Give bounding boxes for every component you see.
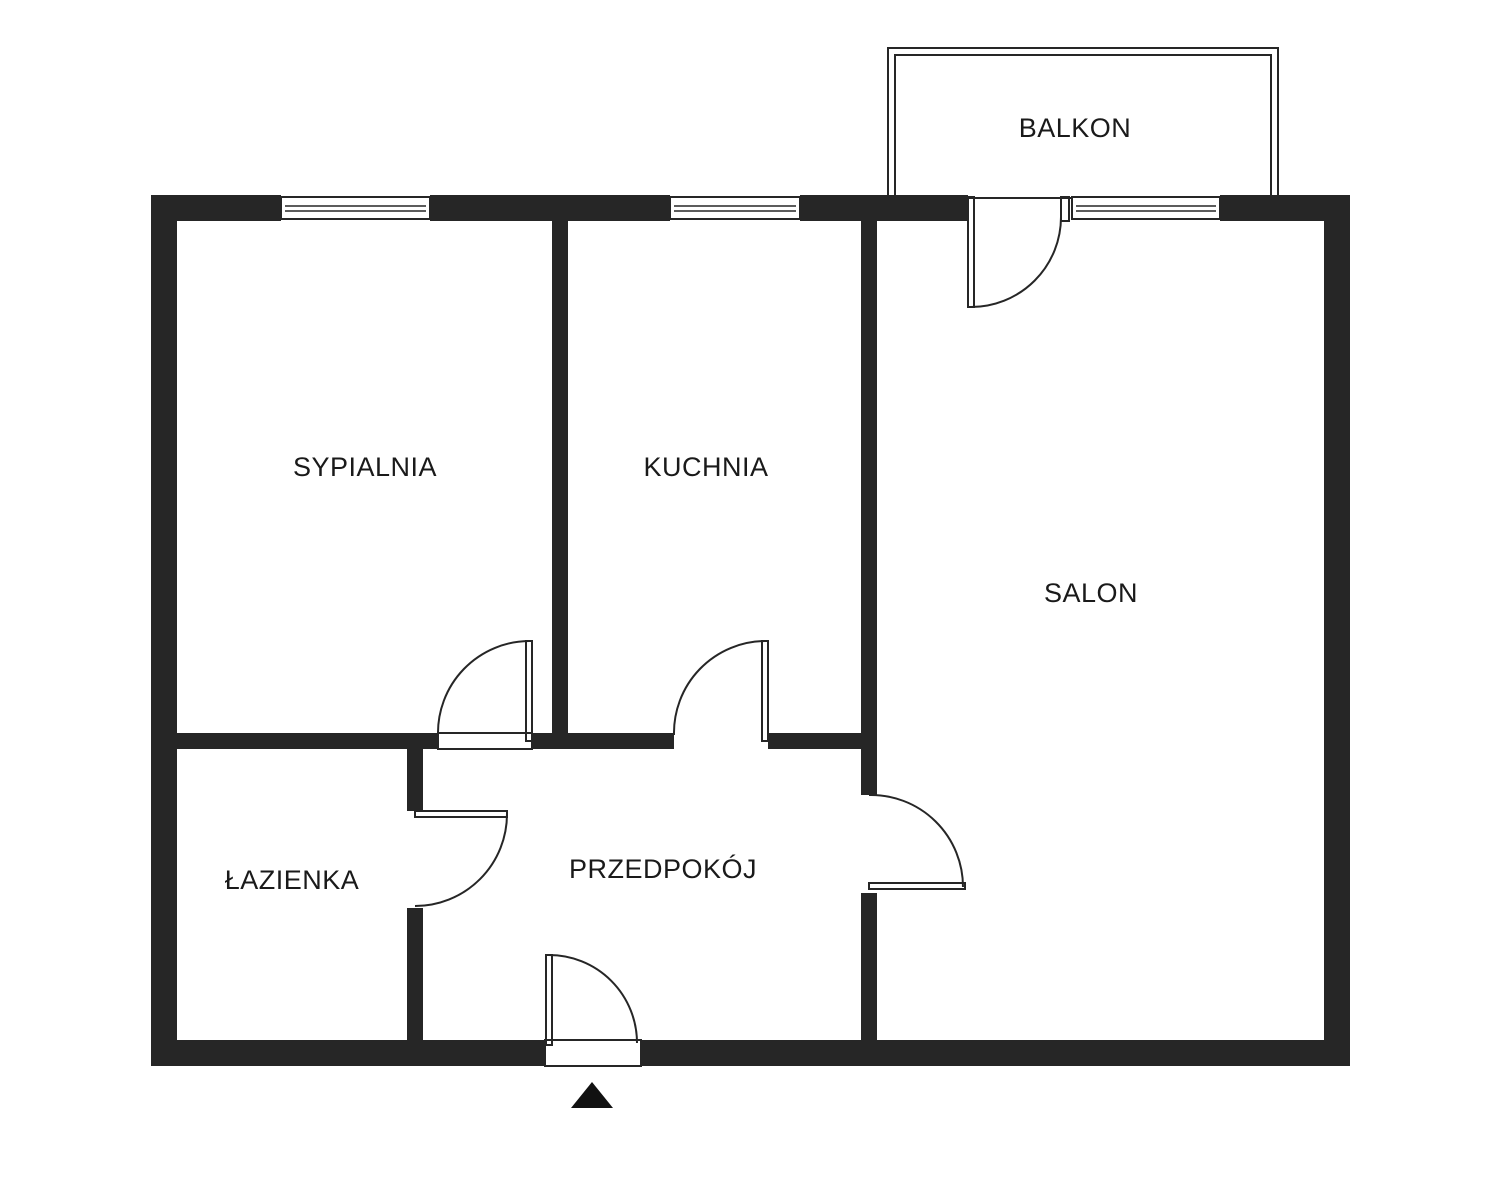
room-labels: BALKON SYPIALNIA KUCHNIA SALON ŁAZIENKA … <box>225 113 1138 895</box>
balcony-label: BALKON <box>1019 113 1132 143</box>
kitchen-door <box>672 640 769 742</box>
living-room-window <box>1071 196 1221 220</box>
interior-walls <box>177 221 877 1040</box>
bedroom-label: SYPIALNIA <box>293 452 437 482</box>
living-room-label: SALON <box>1044 578 1138 608</box>
windows <box>280 196 1221 220</box>
bathroom-door <box>414 810 508 907</box>
entrance-arrow-icon <box>571 1082 613 1108</box>
kitchen-label: KUCHNIA <box>643 452 768 482</box>
living-room-door <box>868 793 966 890</box>
bedroom-window <box>280 196 431 220</box>
kitchen-window <box>669 196 801 220</box>
entrance-door <box>544 954 642 1067</box>
outer-walls <box>151 195 1350 1066</box>
balcony-door <box>967 196 1070 308</box>
bedroom-door <box>436 640 533 750</box>
doors <box>414 196 1070 1067</box>
hallway-label: PRZEDPOKÓJ <box>569 853 757 884</box>
bathroom-label: ŁAZIENKA <box>225 865 360 895</box>
